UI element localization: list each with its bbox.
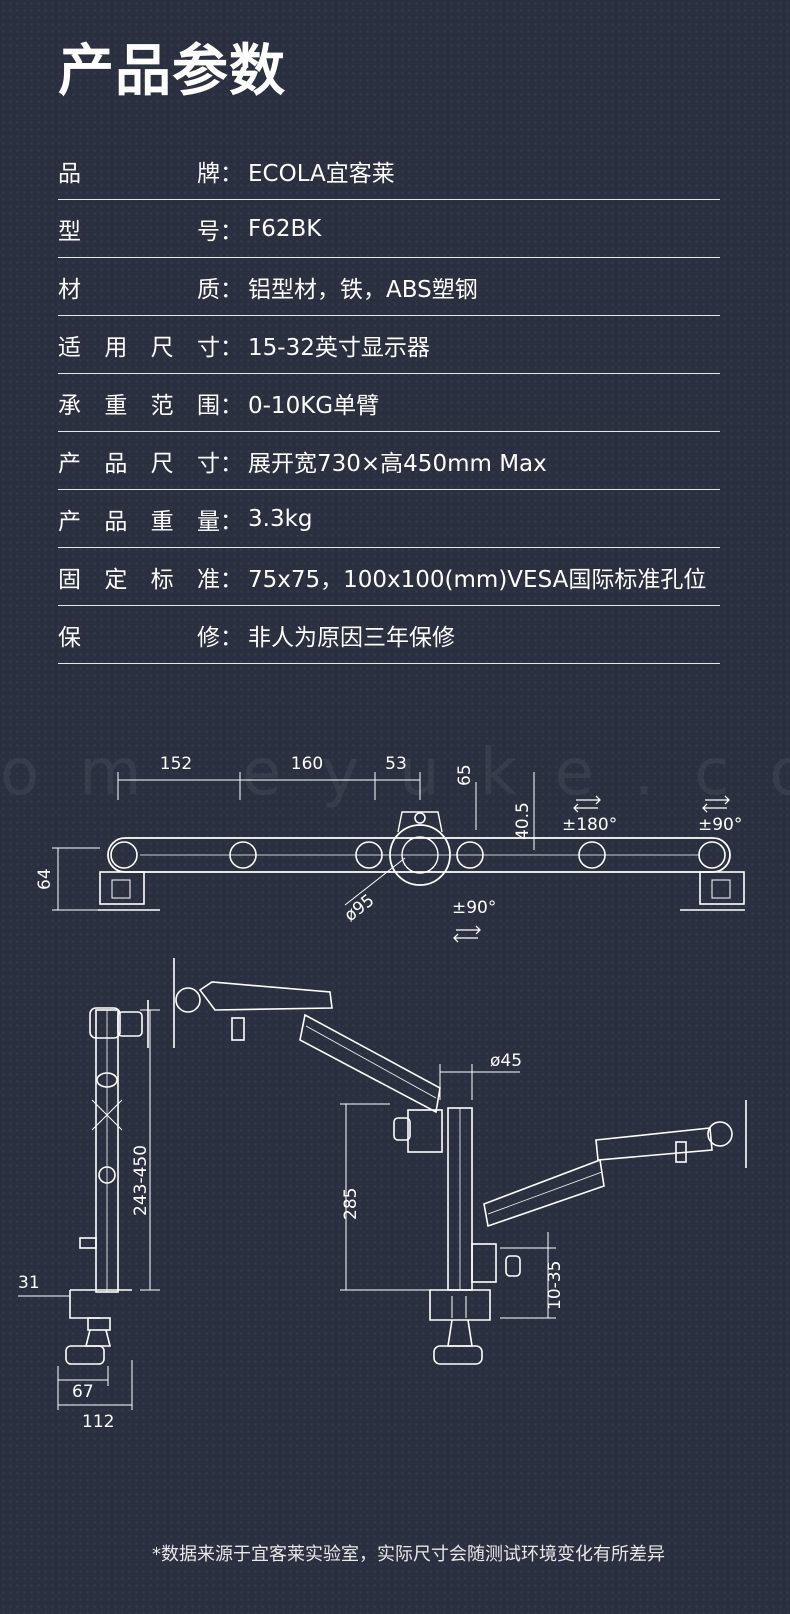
side-view-drawing — [18, 1000, 160, 1410]
spec-colon: ： — [220, 276, 243, 303]
footnote: *数据来源于宜客莱实验室，实际尺寸会随测试环境变化有所差异 — [152, 1544, 665, 1565]
spec-table: 品牌 ： ECOLA宜客莱 型号 ： F62BK 材质 ： 铝型材，铁，ABS塑… — [58, 142, 720, 664]
spec-row-load: 承重范围 ： 0-10KG单臂 — [58, 374, 720, 432]
spec-value: 75x75，100x100(mm)VESA国际标准孔位 — [248, 566, 707, 593]
page-title: 产品参数 — [58, 39, 286, 104]
spec-value: F62BK — [248, 215, 322, 242]
watermark-text: om eyuke.com — [0, 736, 790, 810]
spec-value: 15-32英寸显示器 — [248, 334, 430, 361]
arm-perspective-drawing — [173, 958, 747, 1365]
spec-row-weight: 产品重量 ： 3.3kg — [58, 490, 720, 548]
rotation-label-90-bottom: ±90° — [452, 898, 496, 918]
rotation-label-90-right: ±90° — [698, 815, 742, 835]
rotation-arrow-icon — [453, 925, 481, 943]
dim-label-diameter-95: ø95 — [341, 890, 379, 925]
spec-row-screen-size: 适用尺寸 ： 15-32英寸显示器 — [58, 316, 720, 374]
dim-label-67: 67 — [72, 1382, 94, 1402]
spec-colon: ： — [220, 392, 243, 419]
dim-label-243-450: 243-450 — [131, 1145, 151, 1216]
spec-value: ECOLA宜客莱 — [248, 160, 395, 187]
rotation-arrow-icon — [573, 795, 601, 813]
spec-value: 0-10KG单臂 — [248, 392, 380, 419]
dimension-lines-perspective — [340, 1064, 556, 1319]
dim-label-160: 160 — [291, 754, 323, 774]
dim-label-diameter-45: ø45 — [490, 1051, 522, 1071]
dim-label-53: 53 — [385, 754, 407, 774]
spec-label: 材质 — [58, 276, 220, 303]
spec-label: 产品尺寸 — [58, 450, 220, 477]
spec-value: 展开宽730×高450mm Max — [248, 450, 547, 477]
spec-colon: ： — [220, 218, 243, 245]
rotation-label-180: ±180° — [562, 815, 617, 835]
dim-label-152: 152 — [160, 754, 192, 774]
spec-label: 品牌 — [58, 160, 220, 187]
spec-colon: ： — [220, 160, 243, 187]
spec-label: 保修 — [58, 624, 220, 651]
dim-label-285: 285 — [341, 1188, 361, 1220]
spec-value: 3.3kg — [248, 505, 313, 532]
spec-colon: ： — [220, 508, 243, 535]
spec-label: 适用尺寸 — [58, 334, 220, 361]
spec-colon: ： — [220, 624, 243, 651]
dim-label-112: 112 — [82, 1412, 114, 1432]
dimension-lines-side — [18, 1009, 160, 1410]
spec-row-mount-standard: 固定标准 ： 75x75，100x100(mm)VESA国际标准孔位 — [58, 548, 720, 606]
spec-row-warranty: 保修 ： 非人为原因三年保修 — [58, 606, 720, 664]
spec-label: 固定标准 — [58, 566, 220, 593]
spec-row-material: 材质 ： 铝型材，铁，ABS塑钢 — [58, 258, 720, 316]
dim-label-10-35: 10-35 — [545, 1261, 565, 1310]
spec-label: 承重范围 — [58, 392, 220, 419]
spec-row-product-size: 产品尺寸 ： 展开宽730×高450mm Max — [58, 432, 720, 490]
spec-label: 型号 — [58, 218, 220, 245]
spec-value: 铝型材，铁，ABS塑钢 — [248, 276, 478, 303]
spec-colon: ： — [220, 450, 243, 477]
spec-row-brand: 品牌 ： ECOLA宜客莱 — [58, 142, 720, 200]
dimension-lines-top — [52, 772, 535, 911]
spec-value: 非人为原因三年保修 — [248, 624, 455, 651]
dim-label-65: 65 — [455, 764, 475, 786]
spec-colon: ： — [220, 334, 243, 361]
dim-label-64: 64 — [35, 868, 55, 890]
spec-label: 产品重量 — [58, 508, 220, 535]
rotation-arrow-icon — [702, 795, 730, 813]
dim-label-40-5: 40.5 — [513, 802, 533, 840]
dim-label-31: 31 — [18, 1273, 40, 1293]
spec-row-model: 型号 ： F62BK — [58, 200, 720, 258]
top-view-drawing — [52, 772, 745, 943]
spec-colon: ： — [220, 566, 243, 593]
